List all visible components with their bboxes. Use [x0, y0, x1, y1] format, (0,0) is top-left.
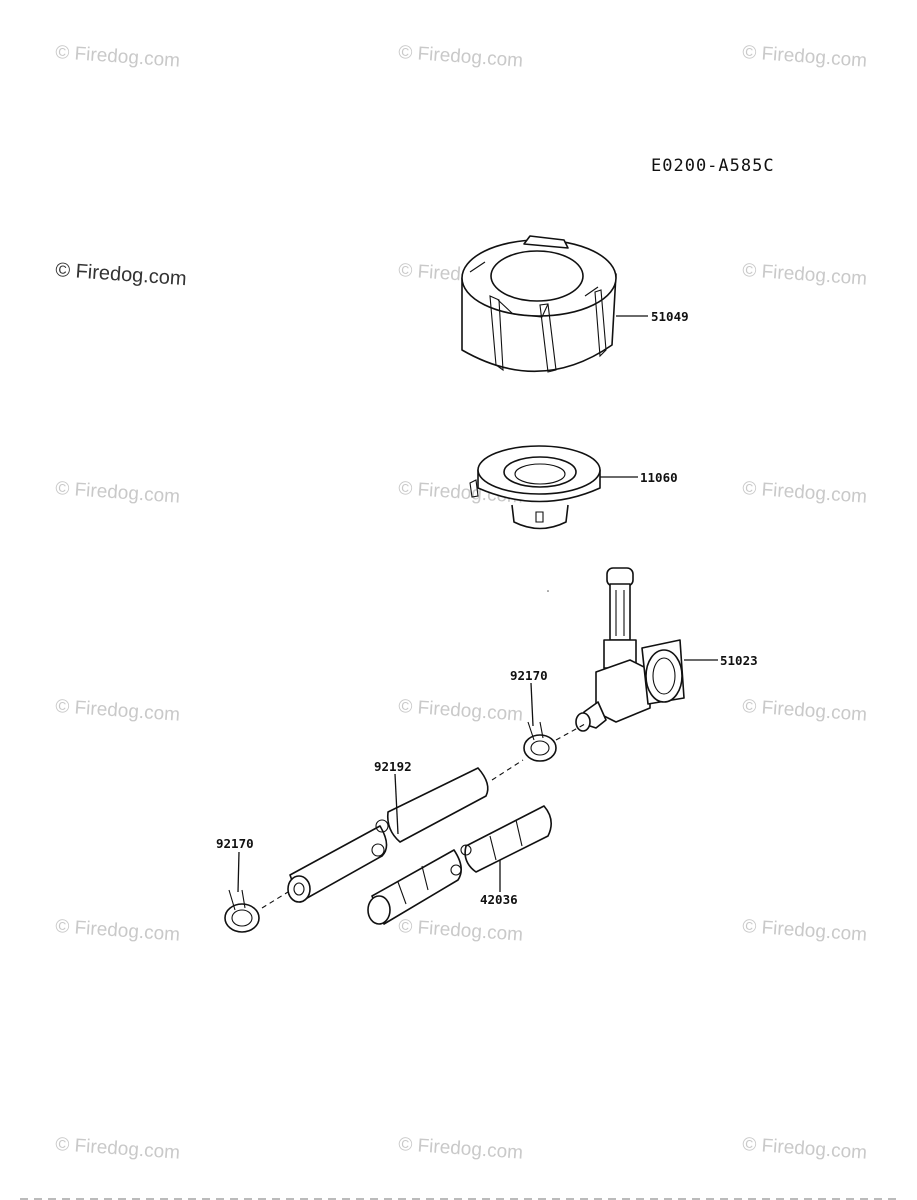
page-bottom-border [20, 1198, 897, 1200]
watermark: © Firedog.com [55, 1134, 181, 1164]
watermark: © Firedog.com [55, 916, 181, 946]
watermark: © Firedog.com [398, 696, 524, 726]
part-hose-clamp-upper[interactable]: 92170 [510, 668, 586, 762]
watermark: © Firedog.com [55, 259, 188, 290]
watermark: © Firedog.com [398, 1134, 524, 1164]
watermark: © Firedog.com [398, 42, 524, 72]
part-hose-clamp-lower[interactable]: 92170 [216, 836, 289, 933]
watermark: © Firedog.com [55, 478, 181, 508]
speck [547, 590, 549, 592]
part-fuel-hose[interactable]: 92192 [287, 759, 524, 903]
watermark: © Firedog.com [742, 478, 868, 508]
part-label-51049: 51049 [651, 309, 689, 324]
part-label-92170-upper: 92170 [510, 668, 548, 683]
part-protective-tube[interactable]: 42036 [367, 805, 552, 925]
watermark: © Firedog.com [55, 42, 181, 72]
watermark: © Firedog.com [742, 696, 868, 726]
part-cap-filter[interactable]: 11060 [469, 445, 678, 530]
watermark: © Firedog.com [742, 916, 868, 946]
part-label-11060: 11060 [640, 470, 678, 485]
part-label-51023: 51023 [720, 653, 758, 668]
watermark: © Firedog.com [742, 42, 868, 72]
part-label-92170-lower: 92170 [216, 836, 254, 851]
watermark-layer: © Firedog.com © Firedog.com © Firedog.co… [55, 42, 868, 1164]
part-label-92192: 92192 [374, 759, 412, 774]
watermark: © Firedog.com [55, 696, 181, 726]
part-label-42036: 42036 [480, 892, 518, 907]
watermark: © Firedog.com [742, 1134, 868, 1164]
diagram-code: E0200-A585C [651, 156, 775, 176]
watermark: © Firedog.com [398, 916, 524, 946]
watermark: © Firedog.com [742, 260, 868, 290]
part-fuel-cap[interactable]: 51049 [461, 235, 689, 373]
part-fuel-cock[interactable]: 51023 [575, 567, 758, 732]
